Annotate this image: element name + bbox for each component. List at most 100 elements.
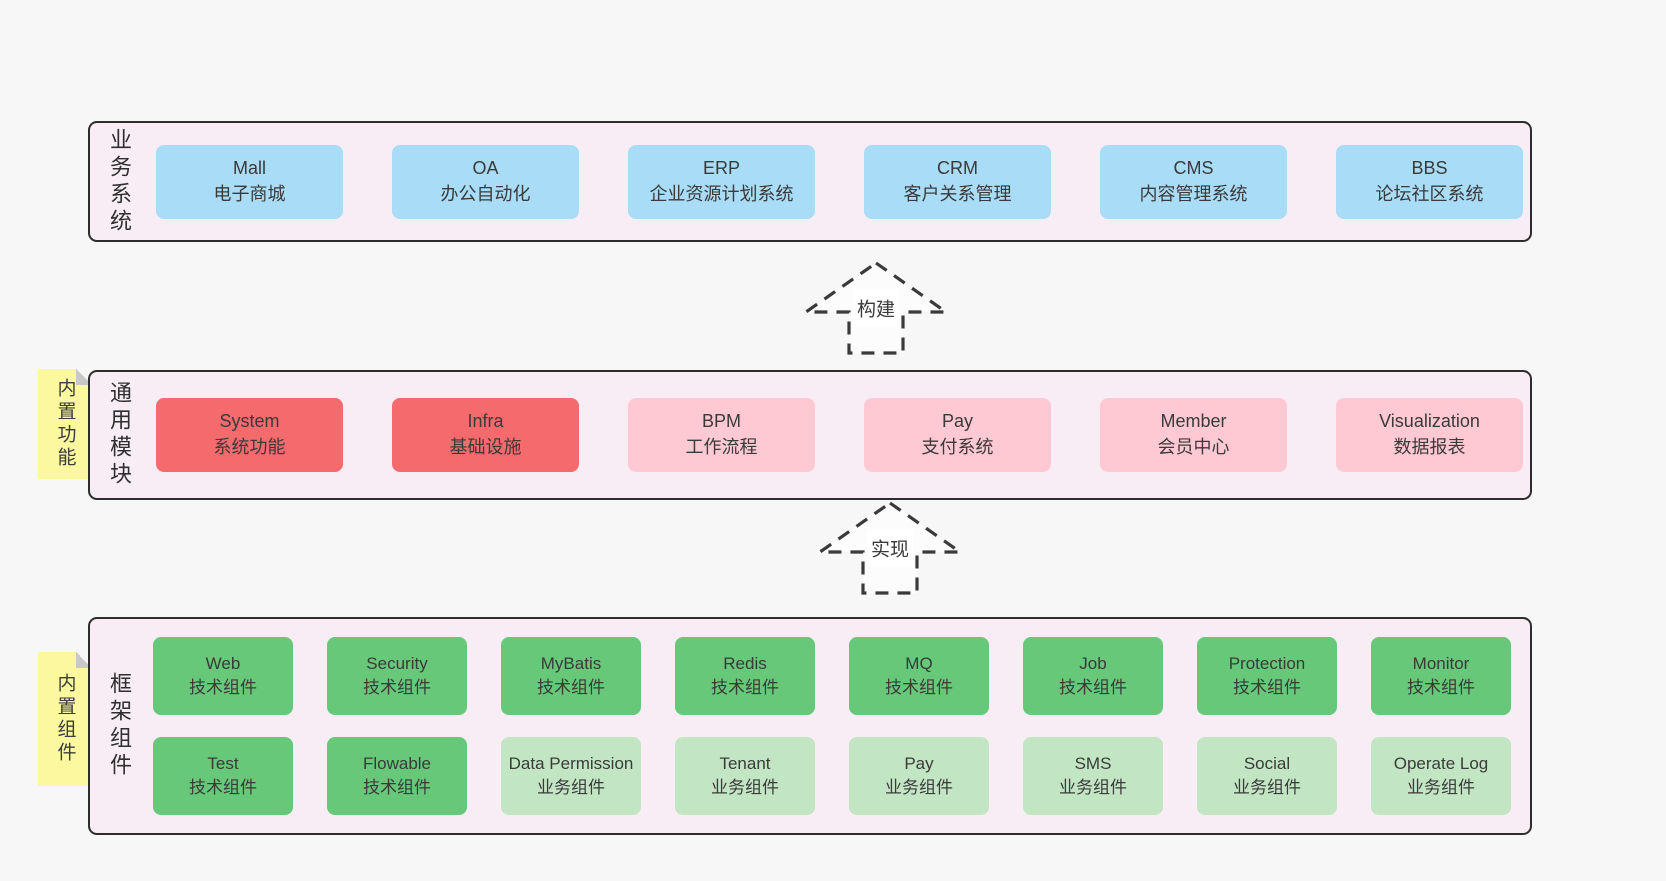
business-systems-row: Mall 电子商城 OA 办公自动化 ERP 企业资源计划系统 CRM 客户关系… bbox=[156, 144, 1523, 219]
box-mq: MQ 技术组件 bbox=[849, 637, 989, 715]
box-social-name: Social bbox=[1243, 753, 1291, 773]
box-test: Test 技术组件 bbox=[153, 737, 293, 815]
box-sms-desc: 业务组件 bbox=[1059, 778, 1127, 797]
box-mall: Mall 电子商城 bbox=[156, 144, 343, 219]
box-system-desc: 系统功能 bbox=[213, 437, 286, 457]
box-mybatis-desc: 技术组件 bbox=[537, 678, 605, 697]
box-job-desc: 技术组件 bbox=[1059, 678, 1127, 697]
box-mall-desc: 电子商城 bbox=[213, 183, 286, 204]
box-flowable-desc: 技术组件 bbox=[363, 778, 431, 797]
box-protection: Protection 技术组件 bbox=[1197, 637, 1337, 715]
box-protection-desc: 技术组件 bbox=[1233, 678, 1301, 697]
box-pay-biz: Pay 业务组件 bbox=[849, 737, 989, 815]
box-pay-desc: 支付系统 bbox=[921, 437, 994, 457]
implement-arrow: 实现 bbox=[814, 500, 966, 596]
box-mybatis: MyBatis 技术组件 bbox=[501, 637, 641, 715]
box-flowable-name: Flowable bbox=[362, 753, 432, 773]
box-cms-name: CMS bbox=[1173, 157, 1214, 178]
box-cms-desc: 内容管理系统 bbox=[1139, 183, 1248, 204]
box-erp-name: ERP bbox=[702, 157, 740, 178]
box-bpm: BPM 工作流程 bbox=[628, 398, 815, 472]
framework-components-row-1: Web 技术组件 Security 技术组件 MyBatis 技术组件 Redi… bbox=[153, 637, 1511, 715]
box-crm: CRM 客户关系管理 bbox=[864, 144, 1051, 219]
box-job-name: Job bbox=[1079, 653, 1107, 673]
box-tenant: Tenant 业务组件 bbox=[675, 737, 815, 815]
box-data-permission-desc: 业务组件 bbox=[537, 778, 605, 797]
box-sms: SMS 业务组件 bbox=[1023, 737, 1163, 815]
box-monitor-name: Monitor bbox=[1412, 653, 1470, 673]
box-bpm-desc: 工作流程 bbox=[685, 437, 758, 457]
box-monitor-desc: 技术组件 bbox=[1407, 678, 1475, 697]
box-pay-biz-name: Pay bbox=[904, 753, 934, 773]
built-in-functions-note-label: 内置功能 bbox=[54, 378, 76, 470]
box-social: Social 业务组件 bbox=[1197, 737, 1337, 815]
box-pay-name: Pay bbox=[941, 411, 974, 432]
box-infra: Infra 基础设施 bbox=[392, 398, 579, 472]
framework-components-row-2: Test 技术组件 Flowable 技术组件 Data Permission … bbox=[153, 737, 1511, 815]
box-test-name: Test bbox=[207, 753, 239, 773]
box-social-desc: 业务组件 bbox=[1233, 778, 1301, 797]
box-erp-desc: 企业资源计划系统 bbox=[649, 183, 794, 204]
built-in-functions-note: 内置功能 bbox=[38, 369, 92, 479]
box-oa-name: OA bbox=[472, 157, 499, 178]
common-modules-panel: 通用模块 System 系统功能 Infra 基础设施 BPM 工作流程 Pay… bbox=[88, 370, 1532, 500]
business-systems-panel: 业务系统 Mall 电子商城 OA 办公自动化 ERP 企业资源计划系统 CRM… bbox=[88, 121, 1532, 242]
box-web: Web 技术组件 bbox=[153, 637, 293, 715]
box-redis-name: Redis bbox=[723, 653, 767, 673]
box-monitor: Monitor 技术组件 bbox=[1371, 637, 1511, 715]
box-test-desc: 技术组件 bbox=[189, 778, 257, 797]
common-modules-row: System 系统功能 Infra 基础设施 BPM 工作流程 Pay 支付系统… bbox=[156, 398, 1523, 472]
box-tenant-desc: 业务组件 bbox=[711, 778, 779, 797]
box-bbs-desc: 论坛社区系统 bbox=[1375, 183, 1484, 204]
box-erp: ERP 企业资源计划系统 bbox=[628, 144, 815, 219]
box-cms: CMS 内容管理系统 bbox=[1100, 144, 1287, 219]
box-flowable: Flowable 技术组件 bbox=[327, 737, 467, 815]
box-redis: Redis 技术组件 bbox=[675, 637, 815, 715]
box-visualization: Visualization 数据报表 bbox=[1336, 398, 1523, 472]
box-visualization-desc: 数据报表 bbox=[1393, 437, 1466, 457]
box-web-desc: 技术组件 bbox=[189, 678, 257, 697]
box-visualization-name: Visualization bbox=[1379, 411, 1480, 432]
box-operate-log: Operate Log 业务组件 bbox=[1371, 737, 1511, 815]
box-oa: OA 办公自动化 bbox=[392, 144, 579, 219]
box-mq-desc: 技术组件 bbox=[885, 678, 953, 697]
box-security-name: Security bbox=[366, 653, 428, 673]
business-systems-label: 业务系统 bbox=[107, 127, 132, 236]
framework-components-label: 框架组件 bbox=[107, 672, 132, 780]
box-job: Job 技术组件 bbox=[1023, 637, 1163, 715]
box-bbs-name: BBS bbox=[1411, 157, 1448, 178]
box-redis-desc: 技术组件 bbox=[711, 678, 779, 697]
box-operate-log-name: Operate Log bbox=[1393, 753, 1489, 773]
box-data-permission: Data Permission 业务组件 bbox=[501, 737, 641, 815]
box-pay: Pay 支付系统 bbox=[864, 398, 1051, 472]
implement-arrow-label: 实现 bbox=[866, 529, 914, 567]
box-infra-name: Infra bbox=[467, 411, 504, 432]
box-infra-desc: 基础设施 bbox=[449, 437, 522, 457]
box-system: System 系统功能 bbox=[156, 398, 343, 472]
box-crm-desc: 客户关系管理 bbox=[903, 183, 1012, 204]
box-bbs: BBS 论坛社区系统 bbox=[1336, 144, 1523, 219]
box-mybatis-name: MyBatis bbox=[540, 653, 602, 673]
box-member: Member 会员中心 bbox=[1100, 398, 1287, 472]
box-mall-name: Mall bbox=[232, 157, 266, 178]
box-mq-name: MQ bbox=[905, 653, 933, 673]
build-arrow-label: 构建 bbox=[852, 289, 900, 327]
box-pay-biz-desc: 业务组件 bbox=[885, 778, 953, 797]
box-security-desc: 技术组件 bbox=[363, 678, 431, 697]
framework-components-grid: Web 技术组件 Security 技术组件 MyBatis 技术组件 Redi… bbox=[153, 637, 1511, 815]
box-web-name: Web bbox=[205, 653, 241, 673]
box-member-desc: 会员中心 bbox=[1157, 437, 1230, 457]
box-operate-log-desc: 业务组件 bbox=[1407, 778, 1475, 797]
box-bpm-name: BPM bbox=[701, 411, 741, 432]
box-system-name: System bbox=[219, 411, 280, 432]
box-sms-name: SMS bbox=[1074, 753, 1112, 773]
built-in-components-note: 内置组件 bbox=[38, 652, 92, 786]
framework-components-panel: 框架组件 Web 技术组件 Security 技术组件 MyBatis 技术组件… bbox=[88, 617, 1532, 835]
box-crm-name: CRM bbox=[937, 157, 978, 178]
box-tenant-name: Tenant bbox=[719, 753, 771, 773]
common-modules-label: 通用模块 bbox=[107, 381, 132, 489]
box-oa-desc: 办公自动化 bbox=[440, 183, 531, 204]
box-data-permission-name: Data Permission bbox=[508, 753, 634, 773]
box-security: Security 技术组件 bbox=[327, 637, 467, 715]
